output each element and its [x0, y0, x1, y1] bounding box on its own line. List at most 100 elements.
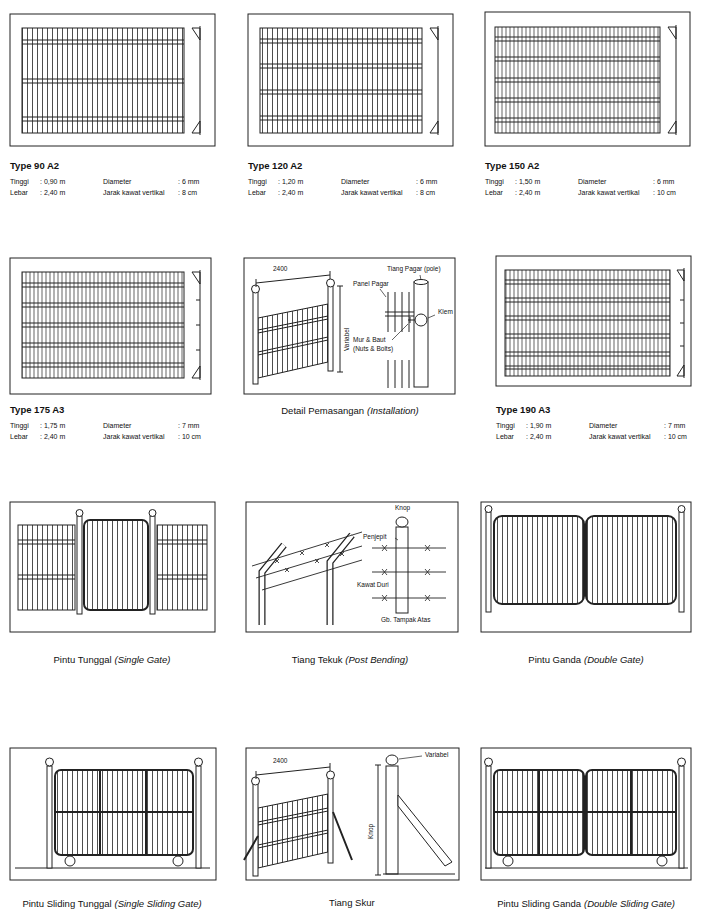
- fence-panel: [192, 26, 200, 135]
- installation-drawing: [252, 271, 436, 388]
- spec-value: : 7 mm: [178, 422, 199, 430]
- post-bending-drawing: [396, 527, 408, 613]
- frames: [10, 502, 215, 632]
- post-bending-drawing: [372, 548, 446, 598]
- double-sliding-gate-drawing: [485, 758, 493, 766]
- caption-translation: (Post Bending): [345, 654, 408, 665]
- strut-post-drawing: [375, 765, 381, 875]
- single-gate-drawing: [76, 510, 83, 517]
- spec-value: : 8 cm: [178, 189, 197, 197]
- installation-drawing: [327, 279, 335, 287]
- spec-label: Tinggi: [248, 178, 267, 186]
- frames: [481, 502, 691, 632]
- caption-text: Pintu Ganda: [528, 654, 581, 665]
- installation-drawing: [258, 304, 328, 378]
- installation-drawing: [256, 271, 330, 287]
- spec-value: : 7 mm: [664, 422, 685, 430]
- spec-value: : 10 cm: [664, 433, 687, 441]
- double-sliding-gate-drawing: [503, 856, 513, 866]
- strut-post-drawing: [398, 795, 452, 866]
- installation-drawing: [414, 282, 428, 387]
- installation-drawing: [414, 280, 428, 285]
- spec-label: Diameter: [341, 178, 369, 186]
- single-gate-drawing: [157, 540, 207, 579]
- caption: Detail Pemasangan(Installation): [220, 405, 480, 416]
- caption: Pintu Tunggal(Single Gate): [0, 654, 242, 665]
- fence-panel: [22, 40, 184, 121]
- frames: [10, 14, 215, 146]
- spec-value: : 6 mm: [178, 178, 199, 186]
- double-sliding-gate-drawing: [678, 758, 686, 766]
- part-label: Penjepit: [362, 533, 388, 540]
- part-label: Variabel: [424, 751, 449, 758]
- spec-label: Diameter: [589, 422, 617, 430]
- single-sliding-gate-drawing: [47, 766, 52, 868]
- spec-label: Diameter: [103, 422, 131, 430]
- caption-translation: (Double Sliding Gate): [584, 898, 675, 909]
- fence-panel: [430, 26, 438, 135]
- strut-post-drawing: [258, 808, 328, 848]
- installation-drawing: [328, 286, 333, 371]
- single-sliding-gate-drawing: [46, 758, 54, 766]
- post-bending-drawing: [252, 532, 362, 590]
- double-sliding-gate-drawing: [657, 856, 667, 866]
- caption-text: Detail Pemasangan: [281, 405, 364, 416]
- post-bending-drawing: [252, 517, 446, 625]
- double-gate-drawing: [494, 516, 584, 604]
- frames: [10, 258, 211, 394]
- part-label: Mur & Baut: [352, 336, 387, 343]
- spec-label: Tinggi: [485, 178, 504, 186]
- caption-translation: (Single Gate): [114, 654, 170, 665]
- type-title: Type 190 A3: [496, 405, 550, 416]
- double-sliding-gate-drawing: [485, 758, 689, 868]
- fence-panel: [505, 270, 670, 376]
- single-sliding-gate-drawing: [173, 856, 183, 866]
- dimension-label: Variabel: [343, 327, 350, 352]
- double-gate-drawing: [678, 506, 685, 513]
- caption-translation: (Installation): [367, 405, 419, 416]
- fence-panel: [22, 25, 684, 380]
- installation-drawing: [385, 292, 414, 388]
- spec-value: : 2,40 m: [278, 189, 303, 197]
- part-label: (Nuts & Bolts): [352, 345, 394, 352]
- spec-value: : 2,40 m: [515, 189, 540, 197]
- post-bending-drawing: [262, 535, 352, 625]
- part-label: Tiang Pagar (pole): [386, 265, 442, 272]
- spec-label: Lebar: [485, 189, 503, 197]
- single-gate-drawing: [84, 520, 148, 610]
- double-sliding-gate-drawing: [679, 766, 684, 868]
- single-sliding-gate-drawing: [15, 868, 210, 869]
- single-gate-drawing: [18, 525, 75, 610]
- spec-value: : 1,20 m: [278, 178, 303, 186]
- spec-value: : 2,40 m: [40, 433, 65, 441]
- spec-label: Jarak kawat vertikal: [341, 189, 402, 197]
- caption: Pintu Ganda(Double Gate): [456, 654, 702, 665]
- strut-post-drawing: [399, 756, 422, 759]
- dimension-label: 2400: [272, 757, 288, 764]
- single-gate-drawing: [18, 540, 75, 579]
- spec-value: : 10 cm: [178, 433, 201, 441]
- single-sliding-gate-drawing: [65, 856, 75, 866]
- single-gate-drawing: [149, 510, 156, 517]
- strut-post-drawing: [383, 874, 455, 875]
- spec-label: Tinggi: [10, 178, 29, 186]
- frames: [248, 14, 453, 146]
- fence-panel: [495, 37, 660, 122]
- spec-label: Jarak kawat vertikal: [589, 433, 650, 441]
- spec-label: Jarak kawat vertikal: [578, 189, 639, 197]
- spec-label: Lebar: [496, 433, 514, 441]
- spec-label: Lebar: [248, 189, 266, 197]
- double-gate-drawing: [485, 506, 492, 513]
- caption-text: Pintu Sliding Ganda: [497, 898, 581, 909]
- strut-post-drawing: [244, 812, 352, 860]
- installation-drawing: [253, 292, 258, 384]
- post-bending-drawing: [275, 543, 344, 572]
- frames: [246, 502, 458, 632]
- caption-translation: (Double Gate): [584, 654, 644, 665]
- post-bending-drawing: [395, 538, 398, 540]
- double-sliding-gate-drawing: [485, 868, 688, 869]
- frames: [496, 256, 691, 386]
- fence-panel: [22, 283, 184, 367]
